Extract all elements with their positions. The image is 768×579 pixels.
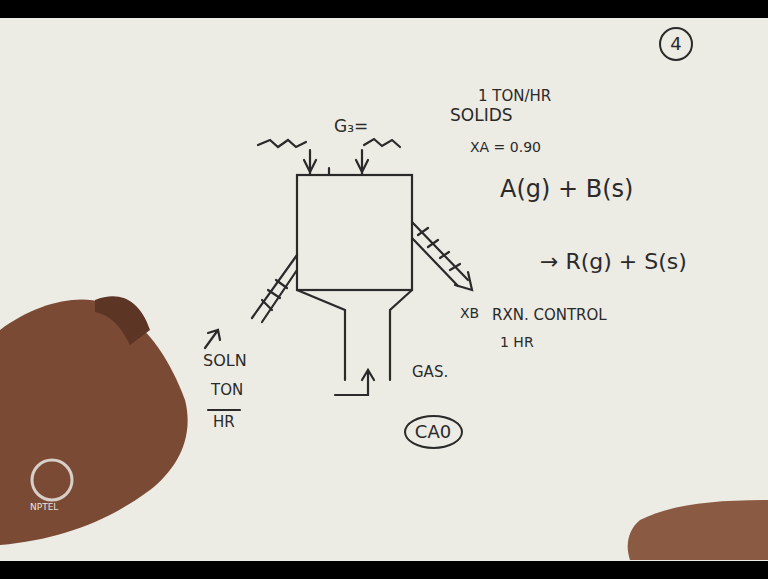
circled-text: CA0 — [415, 422, 451, 442]
handwritten-label: 1 TON/HR — [478, 88, 551, 105]
handwritten-label: RXN. CONTROL — [492, 307, 607, 324]
circled-text: 4 — [670, 34, 681, 54]
logo-text: NPTEL — [30, 503, 58, 513]
handwritten-label: G₃= — [334, 117, 368, 136]
handwritten-label: XB — [460, 306, 479, 321]
handwritten-label: SOLN — [203, 352, 247, 370]
handwritten-label: GAS. — [412, 364, 448, 381]
handwritten-label: → R(g) + S(s) — [540, 250, 687, 274]
circled-label: 4 — [659, 27, 693, 61]
handwritten-label: TON — [211, 382, 243, 399]
handwritten-label: HR — [213, 414, 235, 431]
handwritten-label: 1 HR — [500, 335, 534, 350]
handwritten-label: XA = 0.90 — [470, 140, 541, 155]
handwritten-label: A(g) + B(s) — [500, 176, 633, 202]
handwritten-label: SOLIDS — [450, 106, 513, 125]
circled-label: CA0 — [404, 415, 463, 449]
